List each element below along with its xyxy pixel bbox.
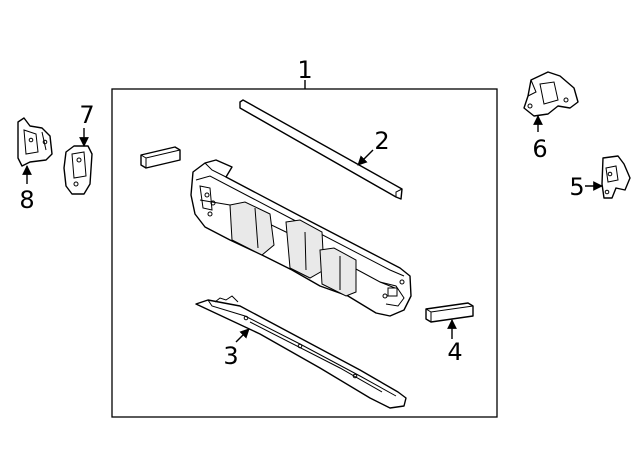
part-6-bracket[interactable] [523,71,579,117]
callout-8[interactable]: 8 [19,186,34,214]
part-5-bracket[interactable] [601,155,631,199]
part-1-support-frame[interactable] [190,159,412,317]
callout-7[interactable]: 7 [79,101,94,129]
callout-2-leader [357,149,374,166]
part-4-block[interactable] [425,302,474,323]
part-3-lower-brace[interactable] [195,295,407,409]
callout-5[interactable]: 5 [569,173,584,201]
part-2-seal-strip[interactable] [239,99,403,200]
part-7-bracket[interactable] [63,145,93,195]
callout-6[interactable]: 6 [532,135,547,163]
callout-3[interactable]: 3 [223,342,238,370]
callout-3-leader [235,328,250,343]
callout-1[interactable]: 1 [297,56,312,84]
part-8-bracket[interactable] [17,117,53,167]
callout-2[interactable]: 2 [374,127,389,155]
part-block-left[interactable] [140,146,181,169]
callout-4[interactable]: 4 [447,338,462,366]
